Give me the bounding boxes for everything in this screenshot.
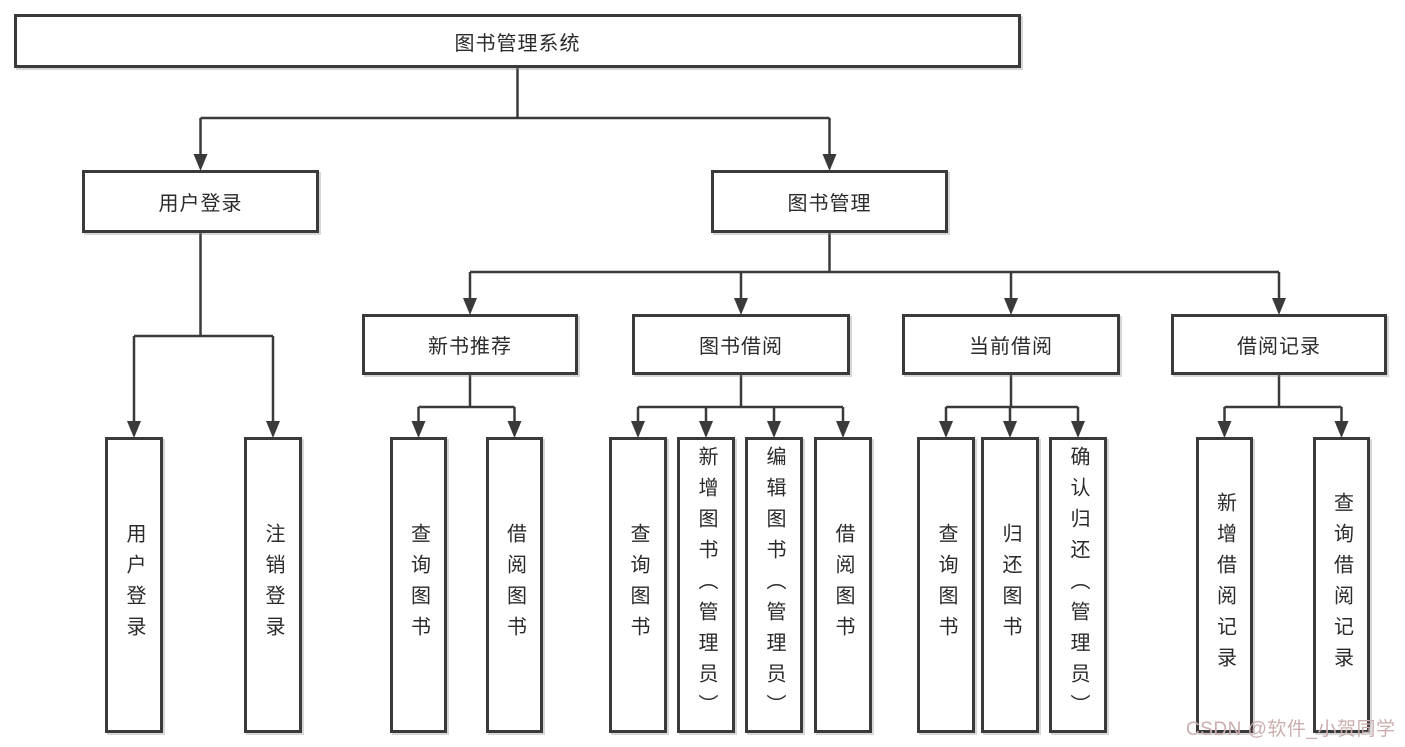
node-br-query: 查询借阅记录 <box>1313 437 1370 733</box>
arrowhead-icon <box>127 421 141 438</box>
node-login: 用户登录 <box>105 437 163 733</box>
node-bb-add: 新增图书（管理员） <box>677 437 735 733</box>
node-label: 注销登录 <box>262 523 284 647</box>
node-label: 图书管理 <box>787 193 872 215</box>
node-label: 编辑图书（管理员） <box>763 445 785 725</box>
node-bb-borrow: 借阅图书 <box>814 437 872 733</box>
node-user-login: 用户登录 <box>82 170 319 233</box>
arrowhead-icon <box>193 154 208 171</box>
node-book-mgmt: 图书管理 <box>711 170 948 233</box>
node-label: 归还图书 <box>999 523 1021 647</box>
node-label: 新增图书（管理员） <box>695 445 717 725</box>
node-label: 新增借阅记录 <box>1213 492 1236 678</box>
arrowhead-icon <box>734 298 748 315</box>
node-bb-query: 查询图书 <box>609 437 667 733</box>
arrowhead-icon <box>463 298 477 315</box>
arrowhead-icon <box>699 421 713 438</box>
node-label: 用户登录 <box>158 193 243 215</box>
arrowhead-icon <box>939 421 953 438</box>
node-borrow-records: 借阅记录 <box>1171 314 1387 375</box>
arrowhead-icon <box>1071 421 1085 438</box>
node-label: 确认归还（管理员） <box>1067 445 1089 725</box>
node-cb-return: 归还图书 <box>981 437 1039 733</box>
node-label: 借阅图书 <box>503 523 526 647</box>
node-label: 借阅图书 <box>832 523 854 647</box>
node-label: 借阅记录 <box>1237 336 1321 358</box>
arrowhead-icon <box>822 154 837 171</box>
node-bb-edit: 编辑图书（管理员） <box>745 437 803 733</box>
node-nbr-borrow: 借阅图书 <box>486 437 543 733</box>
arrowhead-icon <box>266 421 280 438</box>
arrowhead-icon <box>767 421 781 438</box>
node-logout: 注销登录 <box>244 437 302 733</box>
arrowhead-icon <box>411 421 426 438</box>
arrowhead-icon <box>507 421 522 438</box>
node-label: 查询借阅记录 <box>1330 492 1353 678</box>
node-br-add: 新增借阅记录 <box>1196 437 1253 733</box>
node-label: 查询图书 <box>627 523 649 647</box>
node-current-borrow: 当前借阅 <box>902 314 1120 375</box>
node-label: 图书管理系统 <box>454 32 581 55</box>
arrowhead-icon <box>1272 298 1286 315</box>
node-label: 图书借阅 <box>699 336 783 358</box>
node-cb-query: 查询图书 <box>917 437 975 733</box>
node-nbr-query: 查询图书 <box>390 437 447 733</box>
arrowhead-icon <box>1334 421 1349 438</box>
node-label: 新书推荐 <box>428 336 512 358</box>
arrowhead-icon <box>631 421 645 438</box>
node-label: 查询图书 <box>407 523 430 647</box>
node-root: 图书管理系统 <box>14 14 1021 68</box>
node-label: 当前借阅 <box>969 336 1053 358</box>
node-new-book-rec: 新书推荐 <box>362 314 578 375</box>
node-cb-confirm: 确认归还（管理员） <box>1049 437 1107 733</box>
node-label: 查询图书 <box>935 523 957 647</box>
arrowhead-icon <box>1003 421 1017 438</box>
arrowhead-icon <box>1004 298 1018 315</box>
node-book-borrow: 图书借阅 <box>632 314 850 375</box>
arrowhead-icon <box>1217 421 1232 438</box>
node-label: 用户登录 <box>123 523 145 647</box>
watermark: CSDN @软件_小贺同学 <box>1186 719 1396 740</box>
arrowhead-icon <box>836 421 850 438</box>
